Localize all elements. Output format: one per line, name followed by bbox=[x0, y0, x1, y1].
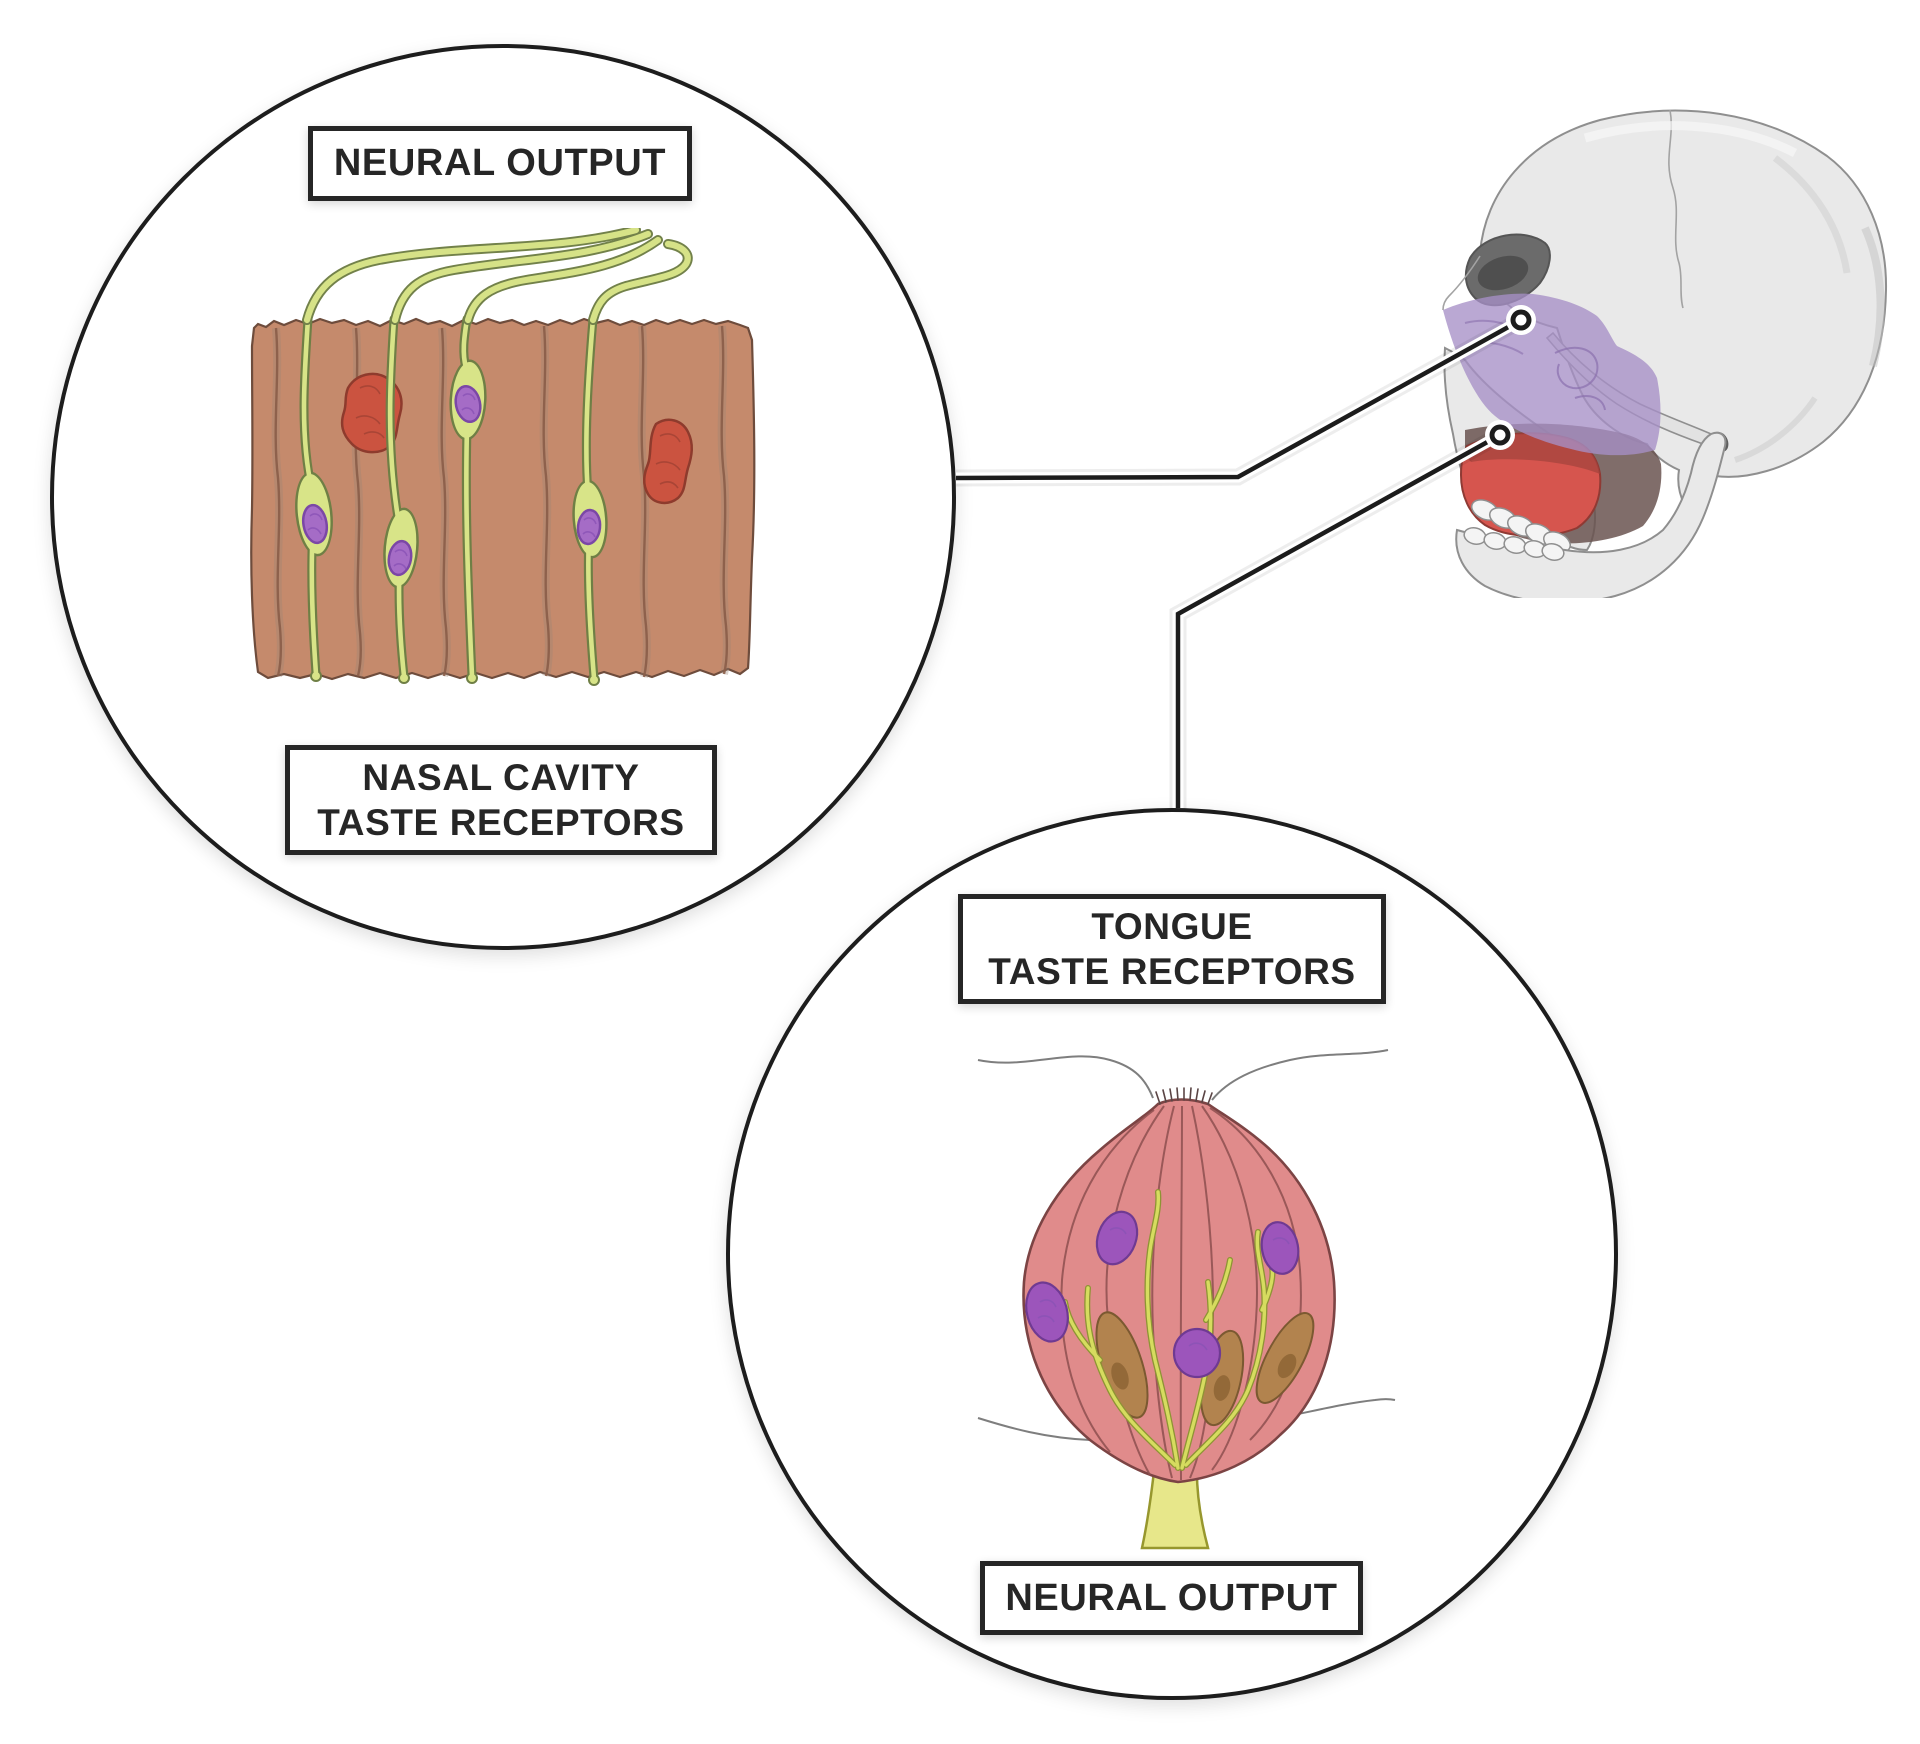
epithelium-surface-line-right bbox=[1211, 1049, 1389, 1101]
mandible bbox=[1455, 431, 1727, 598]
label-line-2: TASTE RECEPTORS bbox=[317, 802, 685, 843]
label-text: NEURAL OUTPUT bbox=[333, 142, 667, 185]
taste-pore-microvilli bbox=[1155, 1087, 1213, 1105]
nasal-cavity-taste-receptors-label: NASAL CAVITY TASTE RECEPTORS bbox=[285, 745, 717, 855]
label-line-2: TASTE RECEPTORS bbox=[988, 951, 1356, 992]
nasal-bridge bbox=[1442, 255, 1481, 311]
taste-bud-illustration bbox=[977, 1049, 1396, 1550]
nasal-receptor-cells-illustration bbox=[250, 228, 756, 686]
nasal-neural-output-label: NEURAL OUTPUT bbox=[308, 126, 692, 201]
label-line-1: NASAL CAVITY bbox=[362, 756, 640, 798]
label-line-1: TONGUE bbox=[1091, 905, 1253, 947]
taste-cell-nuclei-purple bbox=[1025, 1210, 1300, 1379]
axon-bundle bbox=[302, 228, 693, 325]
taste-bud-body bbox=[1022, 1098, 1336, 1484]
tongue-neural-output-label: NEURAL OUTPUT bbox=[980, 1561, 1363, 1635]
basement-line-left bbox=[977, 1417, 1091, 1441]
epithelium-surface-line-left bbox=[977, 1055, 1154, 1099]
coronal-suture bbox=[1668, 109, 1684, 309]
skull-illustration bbox=[1442, 109, 1888, 598]
label-text: NEURAL OUTPUT bbox=[1005, 1576, 1338, 1619]
tongue-taste-receptors-label: TONGUE TASTE RECEPTORS bbox=[958, 894, 1386, 1004]
cell-nuclei-purple bbox=[301, 384, 602, 577]
